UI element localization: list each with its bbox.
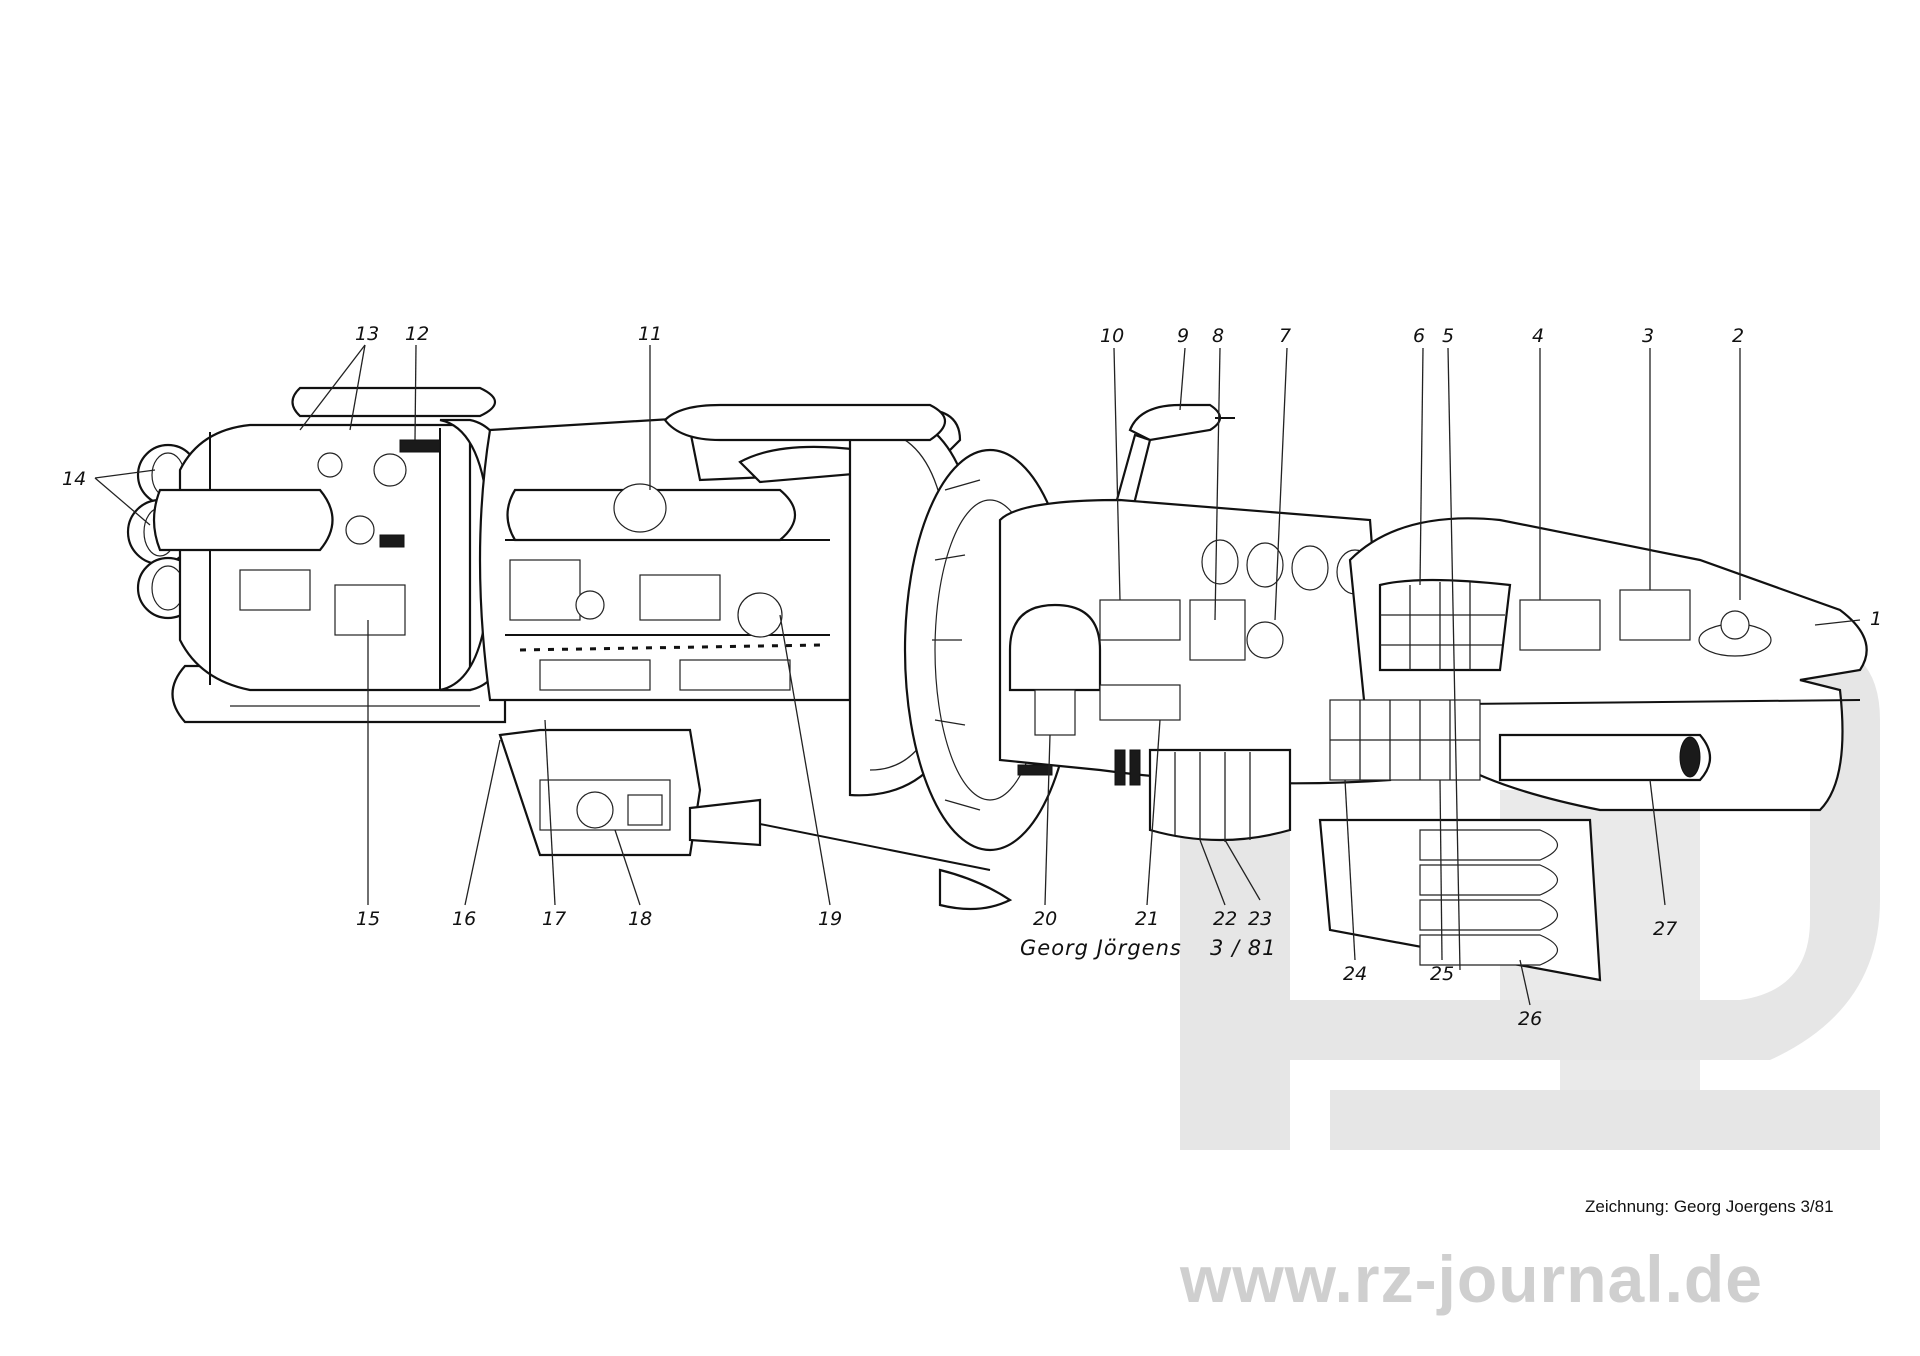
callout-13: 13 [355, 323, 379, 345]
callout-7: 7 [1279, 325, 1291, 347]
callout-9: 9 [1177, 325, 1189, 347]
callout-27: 27 [1653, 918, 1677, 940]
callout-2: 2 [1732, 325, 1744, 347]
callout-22: 22 [1213, 908, 1237, 930]
artist-signature: Georg Jörgens 3 / 81 [1020, 936, 1277, 960]
callout-8: 8 [1212, 325, 1224, 347]
callout-17: 17 [542, 908, 566, 930]
callout-10: 10 [1100, 325, 1124, 347]
callout-5: 5 [1442, 325, 1454, 347]
leader-lines [94, 344, 1861, 1006]
spaceship-cutaway [126, 386, 1868, 982]
callout-23: 23 [1248, 908, 1272, 930]
callout-3: 3 [1642, 325, 1654, 347]
callout-1: 1 [1870, 608, 1882, 630]
callout-26: 26 [1518, 1008, 1542, 1030]
callout-25: 25 [1430, 963, 1454, 985]
callout-6: 6 [1413, 325, 1425, 347]
callout-21: 21 [1135, 908, 1159, 930]
callout-16: 16 [452, 908, 476, 930]
callout-18: 18 [628, 908, 652, 930]
signature-name: Georg Jörgens [1020, 936, 1182, 960]
callout-15: 15 [356, 908, 380, 930]
callout-19: 19 [818, 908, 842, 930]
callout-14: 14 [62, 468, 86, 490]
callout-labels: 1 2 3 4 5 6 7 8 9 10 11 12 13 14 15 16 1… [62, 323, 1882, 1030]
watermark-url: www.rz-journal.de [1179, 1242, 1763, 1316]
callout-4: 4 [1532, 325, 1544, 347]
drawing-credit: Zeichnung: Georg Joergens 3/81 [1585, 1197, 1834, 1216]
callout-24: 24 [1343, 963, 1367, 985]
callout-11: 11 [638, 323, 662, 345]
signature-date: 3 / 81 [1210, 936, 1277, 960]
callout-12: 12 [405, 323, 429, 345]
callout-20: 20 [1033, 908, 1057, 930]
